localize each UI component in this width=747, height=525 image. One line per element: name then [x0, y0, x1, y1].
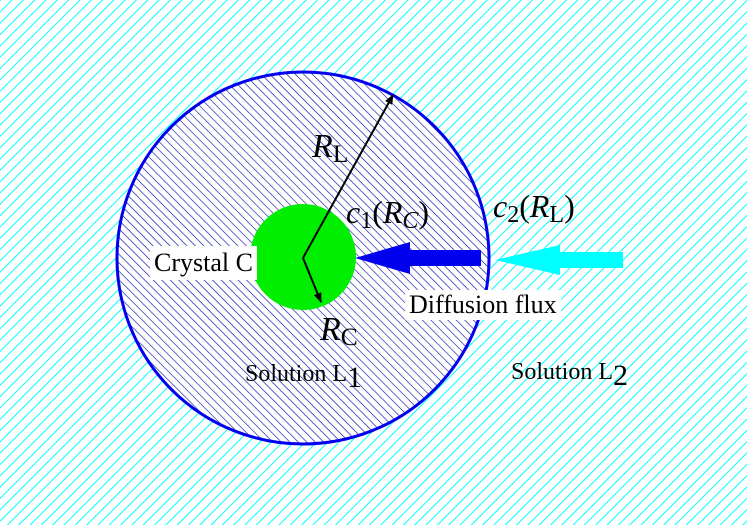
- flux-arrow-outer: [495, 245, 623, 275]
- c2-arg-sub: L: [549, 201, 565, 228]
- c1-arg-sub: C: [402, 207, 419, 234]
- label-solution-l1: Solution L1: [245, 362, 362, 393]
- label-diffusion-flux: Diffusion flux: [405, 290, 561, 320]
- c2-sub: 2: [507, 201, 520, 228]
- label-c1: c1(RC): [346, 194, 430, 234]
- c2-main: c: [493, 188, 508, 224]
- radius-rc-arrow: [302, 257, 322, 303]
- r-l-main: R: [312, 128, 333, 165]
- label-crystal: Crystal C: [150, 246, 257, 280]
- c1-arg-main: R: [382, 194, 403, 230]
- r-c-sub: C: [340, 322, 358, 352]
- r-l-sub: L: [332, 139, 349, 169]
- c1-main: c: [346, 194, 361, 230]
- flux-arrow-inner: [355, 242, 481, 274]
- solution-l1-main: Solution L: [245, 361, 348, 387]
- r-c-main: R: [320, 311, 341, 348]
- label-r-l: RL: [312, 130, 348, 167]
- c1-sub: 1: [360, 207, 373, 234]
- solution-l1-sub: 1: [347, 361, 363, 394]
- solution-l2-main: Solution L: [511, 359, 614, 385]
- radius-rl-arrow: [302, 94, 394, 259]
- label-r-c: RC: [320, 313, 358, 350]
- c2-arg-main: R: [529, 188, 550, 224]
- label-solution-l2: Solution L2: [511, 360, 628, 391]
- label-c2: c2(RL): [493, 188, 575, 228]
- solution-l2-sub: 2: [613, 359, 629, 392]
